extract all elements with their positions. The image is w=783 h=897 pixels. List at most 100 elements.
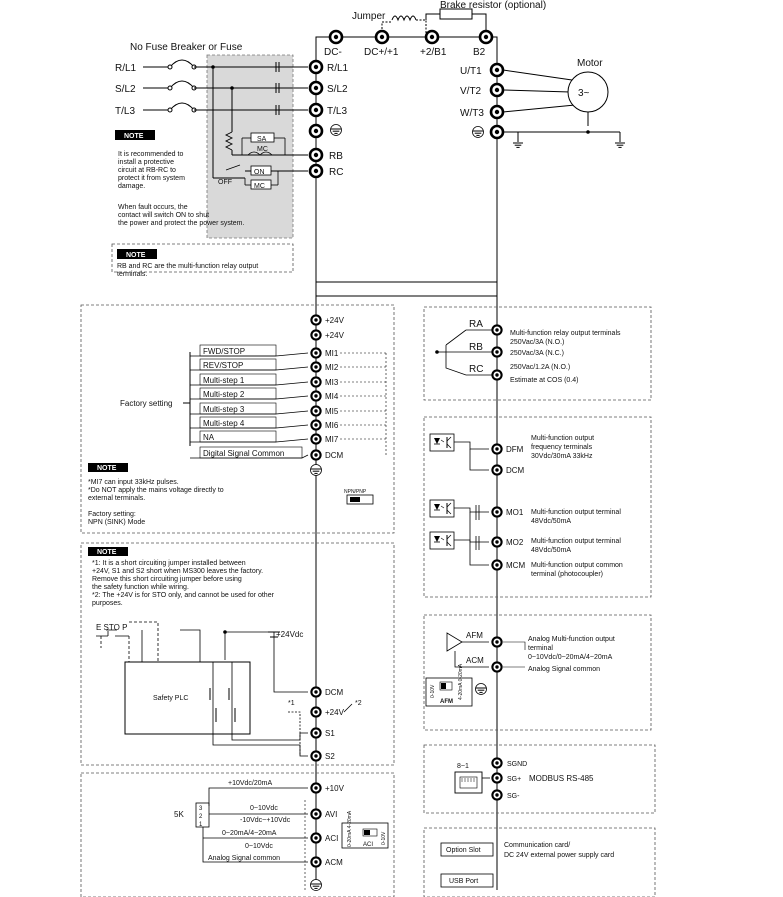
relay-desc: Multi-function relay output terminals <box>510 330 621 337</box>
terminal-dc-plus <box>374 29 390 45</box>
mc-coil-icon <box>247 151 273 156</box>
terminal-mi5 <box>310 405 322 417</box>
terminal-r-l1 <box>308 59 324 75</box>
di-function-label: Multi-step 2 <box>203 390 245 399</box>
note-badge <box>115 130 155 140</box>
terminal-dcm-out <box>491 464 503 476</box>
analog-label: -10Vdc~+10Vdc <box>240 817 291 824</box>
rc-terminal-label: RC <box>329 167 343 178</box>
terminal-sto-dcm <box>310 686 322 698</box>
npn-pnp-label: NPN/PNP <box>344 489 367 495</box>
terminal-label: MI6 <box>325 421 339 430</box>
input-terminal-label: R/L1 <box>327 63 349 74</box>
terminal-rc-out <box>491 369 503 381</box>
mc-label: MC <box>257 146 268 153</box>
note-badge <box>88 547 128 556</box>
terminal-b1 <box>424 29 440 45</box>
terminal-s-l2 <box>308 80 324 96</box>
protection-circuit: SA MC OFF ON MC <box>213 131 308 190</box>
modbus-section: 8~1 SGND SG+ SG- MODBUS RS-485 <box>423 744 656 814</box>
note-badge-text: NOTE <box>97 465 117 472</box>
note-line: RB and RC are the multi-function relay o… <box>117 263 258 270</box>
terminal-label: DCM <box>506 466 525 475</box>
note-line: NPN (SINK) Mode <box>88 519 145 526</box>
terminal-label: ACM <box>325 858 343 867</box>
switch-name: ACI <box>363 842 373 848</box>
terminal-mo2 <box>491 536 503 548</box>
input-line-label: T/L3 <box>115 106 135 117</box>
output-terminal-label: U/T1 <box>460 66 482 77</box>
dfm-desc: frequency terminals <box>531 444 593 451</box>
note-line: the safety function while wiring. <box>92 584 189 591</box>
breaker-icon <box>169 80 195 89</box>
breaker-icon <box>169 59 195 68</box>
analog-output-section: AFM ACM Analog Multi-function output ter… <box>423 614 652 731</box>
estop-switch-icon[interactable] <box>96 629 129 637</box>
brake-resistor-label: Brake resistor (optional) <box>440 0 546 11</box>
drive-power-block <box>315 36 498 283</box>
ra-label: RA <box>469 319 483 330</box>
usb-port-box[interactable] <box>440 873 494 888</box>
terminal-label: SGND <box>507 761 527 768</box>
plus24-mark: *2 <box>355 700 362 707</box>
terminal-mi1 <box>310 347 322 359</box>
di-row: Multi-step 3 MI5 <box>190 402 386 417</box>
terminal-label: MI5 <box>325 407 339 416</box>
top-power-section: Jumper Brake resistor (optional) DC- DC+… <box>111 0 626 283</box>
ground-icon <box>330 124 342 136</box>
no-fuse-breaker-label: No Fuse Breaker or Fuse <box>130 42 243 53</box>
terminal-s1 <box>310 727 322 739</box>
rb-terminal-label: RB <box>329 151 343 162</box>
note-badge-text: NOTE <box>124 133 144 140</box>
option-slot-box[interactable] <box>440 842 494 857</box>
potentiometer-icon[interactable] <box>195 802 210 828</box>
relay-protection-area <box>206 54 294 239</box>
note-line: terminals. <box>117 271 147 278</box>
terminal-label: +24V <box>325 331 345 340</box>
di-function-label: Multi-step 3 <box>203 405 245 414</box>
ground-icon <box>310 879 322 891</box>
terminal-label: AVI <box>325 810 337 819</box>
note-protection: NOTE It is recommended to install a prot… <box>115 130 245 227</box>
note-line: *2: The +24V is for STO only, and cannot… <box>92 592 275 599</box>
ground-icon <box>472 126 484 138</box>
terminal-label: S2 <box>325 752 335 761</box>
jumper-mark: *1 <box>288 700 295 707</box>
analog-input-section: 3 2 1 5K +10Vdc/20mA 0~10Vdc -10Vdc~+10V… <box>80 772 395 897</box>
terminal-rb-out <box>491 346 503 358</box>
brake-resistor-icon <box>439 8 473 20</box>
modbus-label: MODBUS RS-485 <box>529 774 594 783</box>
breaker-icon <box>169 102 195 111</box>
afm-desc: Analog Multi-function output <box>528 636 615 643</box>
terminal-10v <box>310 782 322 794</box>
surge-absorber-box <box>250 132 275 143</box>
relay-desc: 250Vac/3A (N.O.) <box>510 339 564 346</box>
note-line: Factory setting: <box>88 511 136 518</box>
analog-label: 0~10Vdc <box>245 843 273 850</box>
terminal-24v <box>310 314 322 326</box>
relay-output-section: RA RB RC Multi-function relay output ter… <box>423 306 652 401</box>
note-line: circuit at RB-RC to <box>118 167 176 174</box>
switch-label: 4-20mA 0-20mA <box>458 663 464 700</box>
note-line: +24V, S1 and S2 short when MS300 leaves … <box>92 568 263 575</box>
di-function-label: Multi-step 1 <box>203 376 245 385</box>
terminal-afm <box>491 636 503 648</box>
terminal-label: MI4 <box>325 392 339 401</box>
input-line-label: S/L2 <box>115 84 136 95</box>
sto-section: NOTE *1: It is a short circuiting jumper… <box>80 542 395 766</box>
switch-label: 0-20mA 4-20mA <box>347 810 353 847</box>
terminal-label: MI1 <box>325 349 339 358</box>
terminal-sto-24v <box>310 706 322 718</box>
terminal-ra <box>491 324 503 336</box>
mo1-desc: Multi-function output terminal <box>531 509 621 516</box>
terminal-rc <box>308 163 324 179</box>
pot-label: 5K <box>174 810 184 819</box>
di-function-label: Multi-step 4 <box>203 419 245 428</box>
di-function-label: REV/STOP <box>203 361 243 370</box>
note-line: external terminals. <box>88 495 145 502</box>
terminal-label: +24V <box>325 708 345 717</box>
di-row: Multi-step 2 MI4 <box>190 387 386 402</box>
relay-desc: Estimate at COS (0.4) <box>510 377 578 384</box>
